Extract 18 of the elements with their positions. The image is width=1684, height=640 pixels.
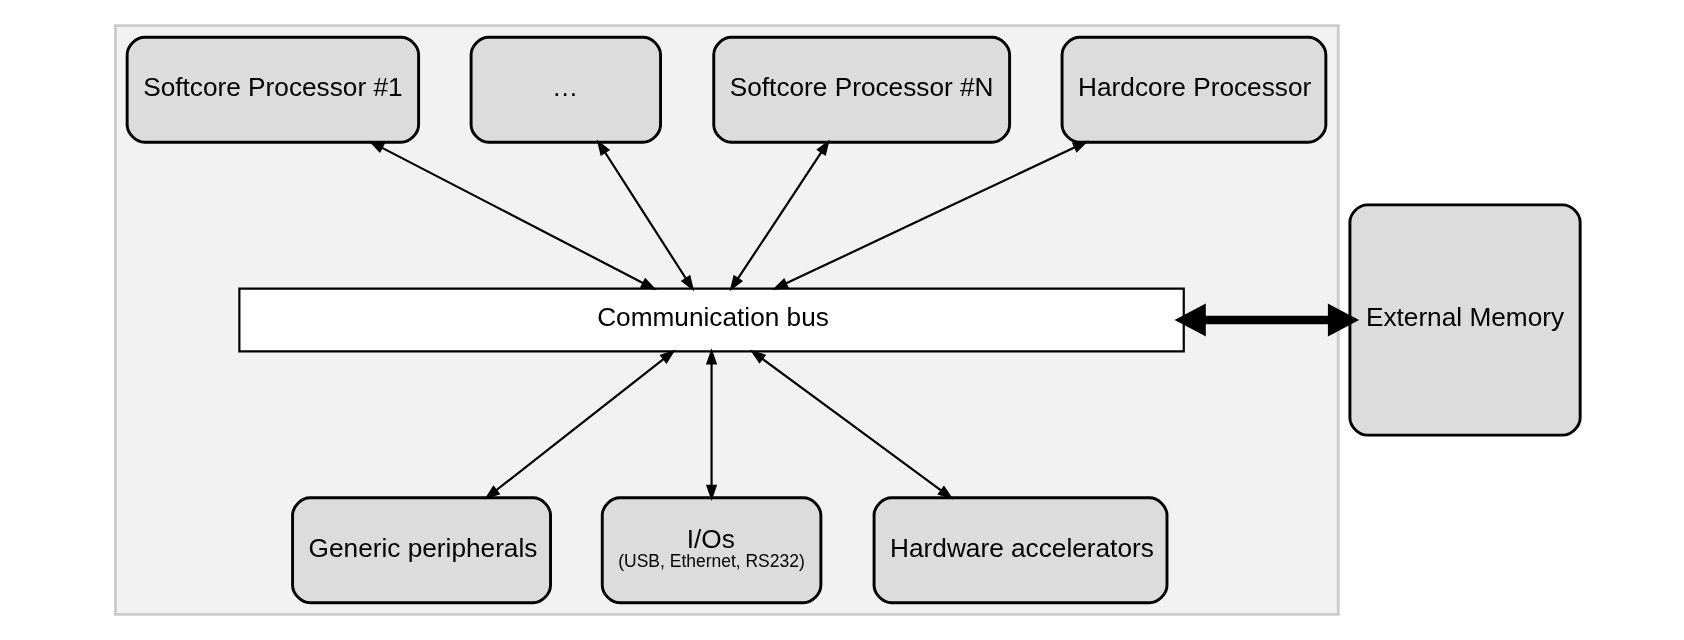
node-box: … (469, 35, 662, 144)
arrow (1174, 303, 1360, 337)
node-box: Communication bus (238, 287, 1185, 353)
arrow (596, 139, 695, 292)
arrow (705, 348, 718, 501)
arrow (368, 140, 657, 291)
node-box: I/Os (USB, Ethernet, RS232) (600, 496, 823, 605)
cluster (114, 24, 1340, 616)
arrow (772, 140, 1089, 290)
node-box: Softcore Processor #N (712, 35, 1012, 144)
node-box: Softcore Processor #1 (125, 35, 421, 144)
arrow (749, 349, 954, 500)
node-box: Hardcore Processor (1060, 35, 1328, 144)
node-box: Generic peripherals (291, 496, 552, 605)
arrow (729, 139, 830, 292)
arrow (484, 349, 676, 500)
node-box: External Memory (1348, 203, 1582, 437)
node-box: Hardware accelerators (872, 496, 1169, 605)
